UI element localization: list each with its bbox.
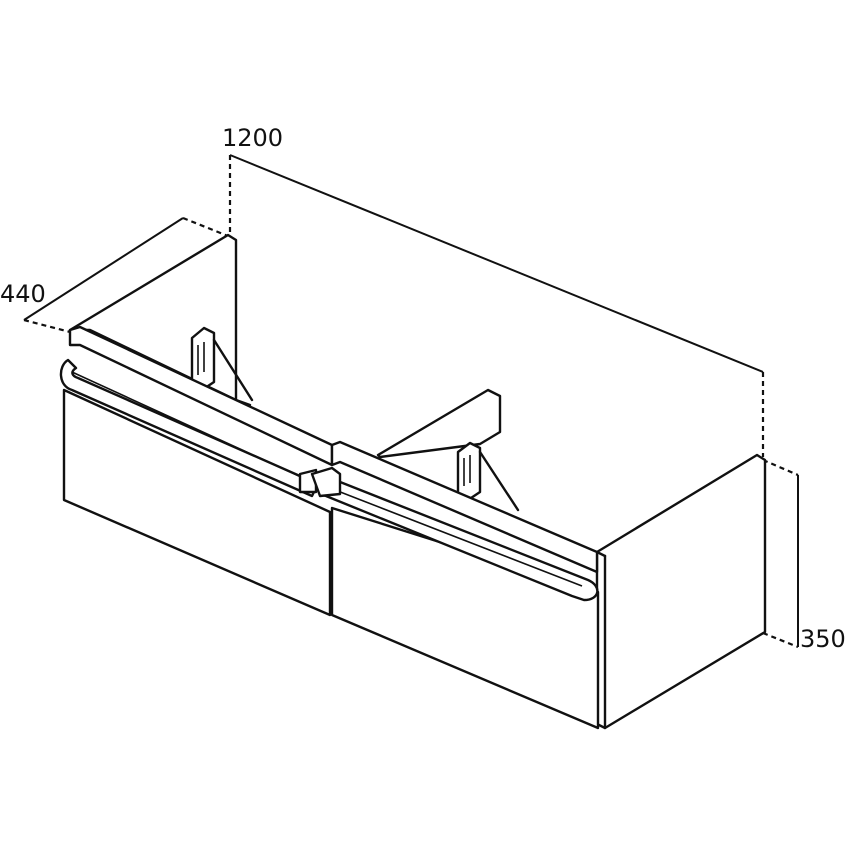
depth-label: 440 [0, 280, 46, 308]
width-dimension-line [229, 154, 764, 373]
drawer-right-handle-cap [310, 466, 342, 498]
height-label: 350 [800, 625, 846, 653]
bracket-right-brace [478, 450, 520, 512]
height-extension-top [762, 458, 799, 477]
height-dimension: 350 [762, 458, 846, 653]
bracket-right-plate [456, 441, 482, 502]
depth-extension-back [182, 216, 229, 238]
depth-dimension: 440 [0, 216, 229, 334]
width-label: 1200 [222, 124, 283, 152]
drawer-right [310, 466, 600, 730]
rear-rail [376, 388, 502, 459]
height-extension-bottom [762, 631, 799, 649]
bracket-left-brace [212, 338, 254, 402]
right-panel-top-edge [595, 550, 607, 558]
drawer-left-front [62, 388, 332, 617]
depth-dimension-line [23, 217, 184, 321]
top-rim-right [330, 440, 599, 574]
width-dimension: 1200 [222, 124, 765, 457]
cabinet-top-rim [68, 325, 599, 574]
right-side-panel [595, 453, 767, 730]
wall-bracket-right [376, 388, 520, 512]
depth-extension-front [23, 318, 71, 334]
